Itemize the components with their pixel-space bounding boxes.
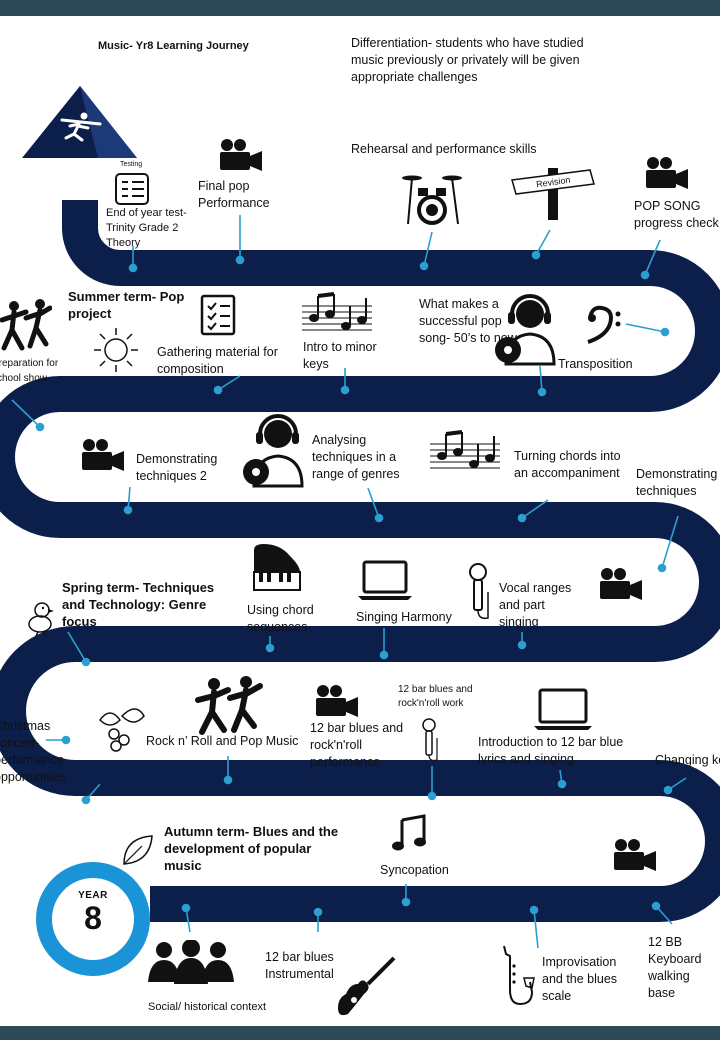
top-frame-bar bbox=[0, 0, 720, 16]
summer-term-heading: Summer term- Pop project bbox=[68, 289, 185, 321]
gathering-material-label: Gathering material for composition bbox=[157, 345, 278, 376]
final-pop-performance-label: Final pop Performance bbox=[198, 179, 270, 210]
holly-icon bbox=[99, 708, 145, 752]
changing-key-label: Changing key bbox=[655, 753, 720, 767]
drum-kit-icon bbox=[402, 175, 462, 225]
video-camera-icon bbox=[646, 157, 688, 189]
bass-clef-icon bbox=[587, 305, 621, 344]
social-historical-label: Social/ historical context bbox=[148, 1001, 266, 1013]
music-staff-icon bbox=[302, 292, 372, 331]
dancers-icon bbox=[195, 676, 263, 735]
successful-pop-song-label: What makes a successful pop song- 50’s t… bbox=[419, 297, 517, 345]
instrumental-label: 12 bar blues Instrumental bbox=[265, 950, 334, 981]
spring-term-heading: Spring term- Techniques and Technology: … bbox=[62, 580, 215, 629]
dj-headphones-icon bbox=[495, 294, 556, 366]
test-sheet-icon bbox=[115, 173, 149, 205]
people-group-icon bbox=[148, 940, 234, 984]
revision-signpost-icon bbox=[511, 168, 595, 220]
video-camera-icon bbox=[220, 139, 262, 171]
timeline-pins bbox=[11, 215, 687, 949]
singing-harmony-label: Singing Harmony bbox=[356, 610, 452, 624]
microphone-icon bbox=[469, 563, 489, 620]
demonstrating-techniques-label: Demonstrating techniques bbox=[636, 467, 718, 498]
video-camera-icon bbox=[600, 568, 642, 600]
leaf-icon bbox=[123, 835, 153, 865]
minor-keys-label: Intro to minor keys bbox=[303, 340, 377, 371]
pop-song-check-label: POP SONG progress check bbox=[634, 199, 719, 230]
analysing-techniques-label: Analysing techniques in a range of genre… bbox=[312, 433, 400, 481]
end-of-year-test-label: End of year test- Trinity Grade 2 Theory bbox=[106, 207, 187, 249]
year-badge: YEAR 8 bbox=[36, 862, 150, 976]
rehearsal-skills-label: Rehearsal and performance skills bbox=[351, 142, 537, 156]
christmas-concert-label: Christmas concert- performance opportuni… bbox=[0, 719, 66, 784]
twelve-bar-work-label: 12 bar blues and rock'n'roll work bbox=[398, 684, 473, 709]
autumn-term-heading: Autumn term- Blues and the development o… bbox=[164, 824, 339, 873]
syncopation-label: Syncopation bbox=[380, 863, 449, 877]
guitar-icon bbox=[338, 956, 396, 1016]
saxophone-icon bbox=[503, 945, 535, 1006]
laptop-icon bbox=[358, 560, 412, 600]
video-camera-icon bbox=[614, 839, 656, 871]
intro-twelve-bar-label: Introduction to 12 bar blue lyrics and s… bbox=[478, 735, 624, 766]
vocal-ranges-label: Vocal ranges and part singing bbox=[499, 581, 572, 629]
video-camera-icon bbox=[82, 439, 124, 471]
year-badge-label: YEAR bbox=[78, 890, 108, 901]
improvisation-label: Improvisation and the blues scale bbox=[542, 955, 618, 1003]
keyboard-walking-base-label: 12 BB Keyboard walking base bbox=[648, 935, 702, 1000]
dj-headphones-icon bbox=[243, 414, 304, 488]
piano-icon bbox=[253, 544, 301, 591]
dancers-icon bbox=[0, 299, 52, 351]
music-note-icon bbox=[392, 814, 426, 851]
school-show-label: Preparation for school show bbox=[0, 358, 59, 384]
twelve-bar-performance-label: 12 bar blues and rock'n'roll performance bbox=[310, 721, 404, 769]
road-path bbox=[0, 200, 720, 922]
page-title: Music- Yr8 Learning Journey bbox=[98, 40, 249, 52]
music-staff-icon bbox=[430, 430, 500, 469]
demonstrating-techniques-2-label: Demonstrating techniques 2 bbox=[136, 452, 218, 483]
video-camera-icon bbox=[316, 685, 358, 717]
bottom-frame-bar bbox=[0, 1026, 720, 1040]
differentiation-note: Differentiation- students who have studi… bbox=[351, 36, 584, 84]
sun-icon bbox=[94, 328, 138, 372]
turning-chords-label: Turning chords into an accompaniment bbox=[514, 449, 621, 480]
chick-icon bbox=[28, 602, 54, 636]
runner-icon bbox=[60, 112, 102, 142]
checklist-icon bbox=[200, 294, 236, 336]
finish-arrow-shade bbox=[80, 86, 137, 158]
laptop-icon bbox=[534, 688, 592, 730]
transposition-label: Transposition bbox=[558, 357, 633, 371]
rock-n-roll-label: Rock n’ Roll and Pop Music bbox=[146, 734, 299, 748]
year-badge-number: 8 bbox=[84, 900, 102, 936]
chord-sequences-label: Using chord sequences bbox=[247, 603, 314, 634]
year-badge-inner: YEAR 8 bbox=[52, 878, 134, 960]
microphone-icon bbox=[422, 718, 438, 762]
testing-icon-label: Testing bbox=[120, 161, 143, 168]
